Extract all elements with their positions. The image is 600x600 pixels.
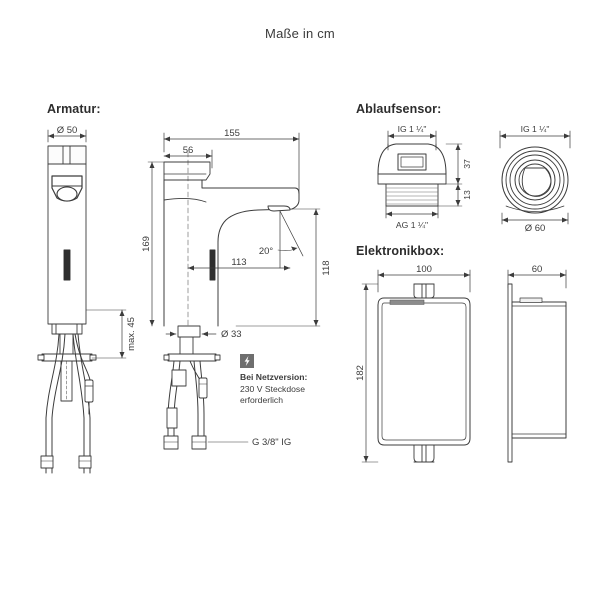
dim-label-56: 56	[183, 145, 194, 156]
power-version-note: Bei Netzversion: 230 V Steckdose erforde…	[240, 372, 326, 407]
elektronikbox-side-view: 60	[507, 264, 567, 463]
dim-diameter-33	[165, 331, 217, 337]
leader-label-thread: G 3/8" IG	[252, 437, 291, 448]
dim-label-100: 100	[416, 264, 432, 275]
lightning-bolt-icon	[240, 354, 254, 368]
section-label-ablaufsensor: Ablaufsensor:	[356, 102, 442, 116]
section-label-armatur: Armatur:	[47, 102, 101, 116]
dim-label-60: 60	[532, 264, 543, 275]
dim-label-ig-top-2: IG 1 ¼"	[521, 124, 550, 134]
dim-label-182: 182	[355, 365, 366, 381]
dim-label-angle-20: 20°	[259, 246, 274, 257]
dim-100	[377, 269, 471, 293]
dim-label-diameter-60: Ø 60	[525, 223, 546, 233]
section-label-elektronikbox: Elektronikbox:	[356, 244, 445, 258]
dim-113	[187, 265, 291, 271]
dim-169	[147, 161, 167, 327]
dim-label-diameter-top: Ø 50	[57, 125, 78, 136]
dim-118	[235, 208, 321, 327]
dim-60	[507, 269, 567, 289]
ablaufsensor-front-view: IG 1 ¼" 37 13 AG 1 ¼"	[377, 124, 472, 230]
armatur-front-view: Ø 50 max. 45	[37, 125, 137, 474]
dim-max-45	[85, 309, 127, 359]
armatur-side-view: 155 56 169 20° 118 113 Ø 33 G 3/8" IG	[141, 128, 332, 450]
dim-label-max-45: max. 45	[126, 317, 137, 351]
dim-label-169: 169	[141, 236, 152, 252]
dim-label-118: 118	[321, 260, 332, 275]
note-line-2: 230 V Steckdose	[240, 383, 305, 394]
dim-label-13: 13	[462, 190, 472, 200]
dim-label-37: 37	[462, 159, 472, 169]
note-line-3: erforderlich	[240, 395, 283, 406]
note-line-1: Bei Netzversion:	[240, 372, 308, 382]
dim-label-ag-bottom: AG 1 ¼"	[396, 220, 428, 230]
dim-155	[163, 132, 300, 199]
dim-diameter-60	[501, 212, 569, 225]
ablaufsensor-top-view: IG 1 ¼" Ø 60	[499, 124, 571, 233]
dim-label-113: 113	[231, 257, 246, 268]
dim-37	[445, 143, 463, 185]
dim-182	[361, 283, 379, 463]
dim-label-155: 155	[224, 128, 240, 139]
dim-ig-top	[499, 130, 571, 149]
dim-13	[437, 183, 463, 207]
page-title: Maße in cm	[265, 26, 335, 41]
dim-label-diameter-33: Ø 33	[221, 329, 242, 340]
dim-diameter-top	[47, 129, 87, 143]
dim-label-ig-top: IG 1 ¼"	[398, 124, 427, 134]
elektronikbox-front-view: 100 182	[355, 264, 471, 463]
dim-angle-20	[277, 210, 304, 269]
dim-ag-bottom	[385, 205, 439, 219]
